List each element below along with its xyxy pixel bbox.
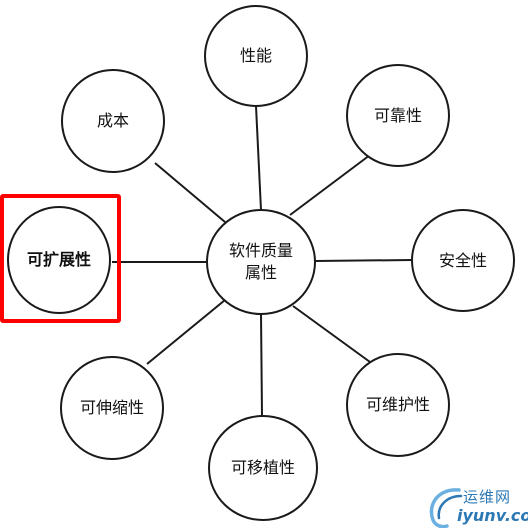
node-performance-label: 性能 [239,46,272,66]
node-maintainability-label: 可维护性 [365,395,430,415]
node-extensibility: 可扩展性 [7,206,111,314]
node-scalability-label: 可伸缩性 [79,398,144,418]
connector-cost [154,162,226,223]
connector-performance [255,105,262,211]
node-performance: 性能 [204,5,308,107]
connector-security [314,259,413,262]
connector-reliability [289,154,371,216]
node-maintainability: 可维护性 [346,353,450,457]
node-extensibility-label: 可扩展性 [26,250,91,270]
node-security-label: 安全性 [438,250,487,270]
node-reliability-label: 可靠性 [373,105,422,125]
node-security: 安全性 [411,209,515,312]
node-cost: 成本 [61,69,165,173]
node-portability: 可移植性 [208,415,318,521]
node-portability-label: 可移植性 [230,458,295,478]
node-reliability: 可靠性 [346,64,450,167]
connector-scalability [146,299,226,365]
watermark-en-text: iyunv.com [457,506,528,525]
watermark-logo: 运维网 iyunv.com [423,482,528,530]
connector-maintainability [292,305,371,363]
watermark-cn-text: 运维网 [463,488,512,506]
node-cost-label: 成本 [96,111,129,131]
node-center: 软件质量 属性 [206,209,316,315]
node-scalability: 可伸缩性 [60,356,164,460]
node-center-label: 软件质量 属性 [228,241,293,282]
watermark-swoosh-icon [429,488,463,528]
connector-portability [260,313,263,417]
